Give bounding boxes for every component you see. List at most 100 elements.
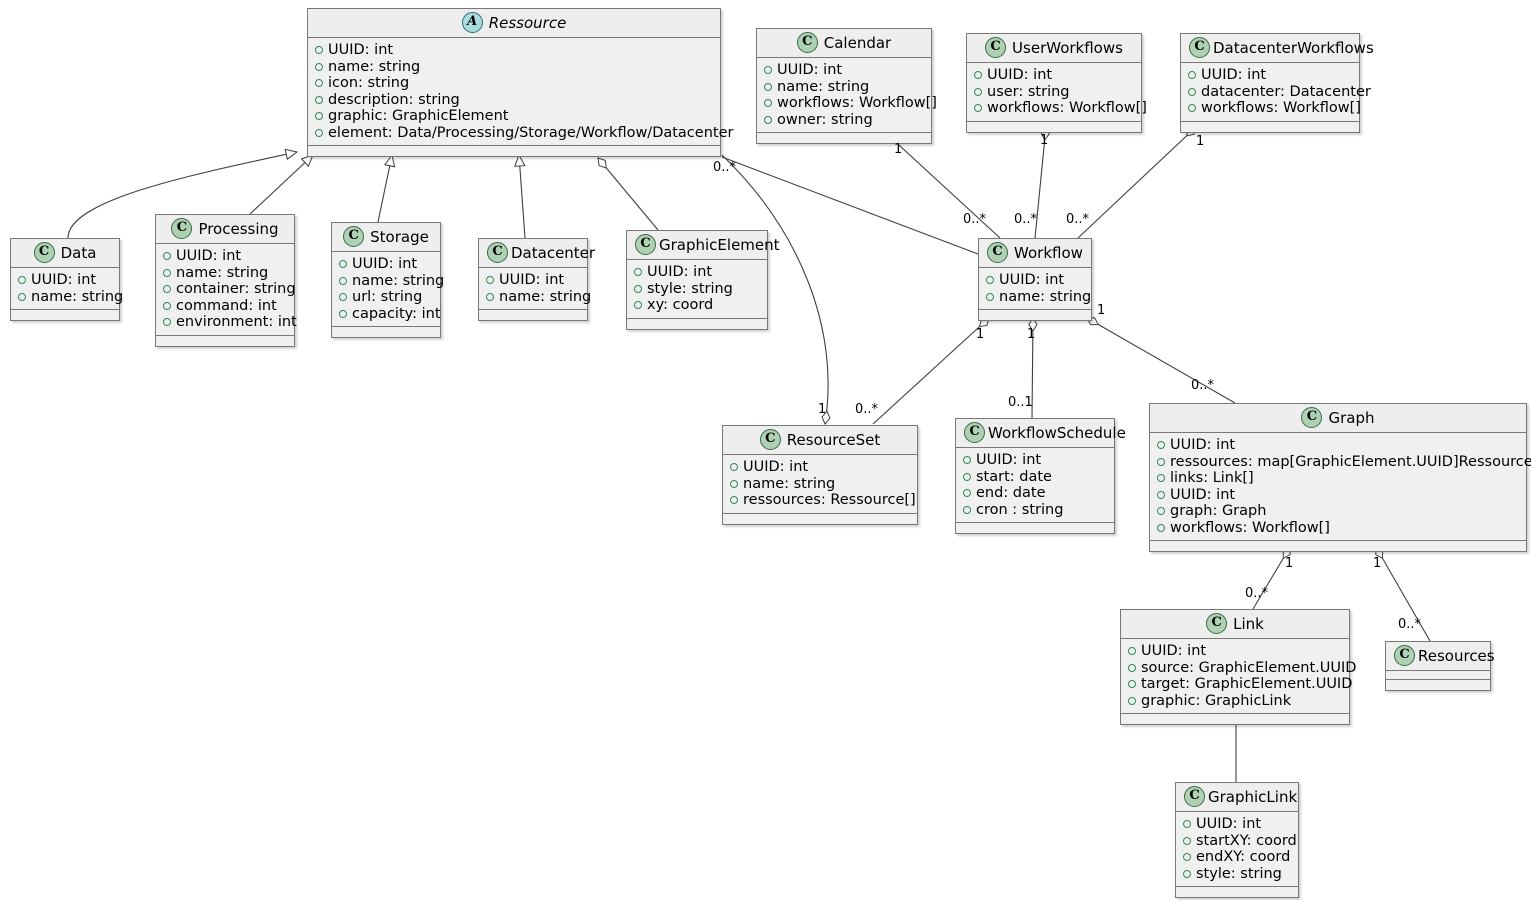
multiplicity-label: 0..1	[1008, 395, 1033, 410]
multiplicity-label: 0..*	[1398, 617, 1422, 632]
public-visibility-icon	[163, 318, 171, 327]
attribute-label: command: int	[176, 297, 277, 314]
public-visibility-icon	[634, 268, 642, 277]
public-visibility-icon	[963, 472, 971, 481]
public-visibility-icon	[315, 95, 323, 104]
public-visibility-icon	[730, 496, 738, 505]
attribute-label: UUID: int	[987, 67, 1053, 83]
class-methods-data	[11, 310, 119, 320]
attribute-row: UUID: int	[163, 248, 288, 265]
multiplicity-label: 0..*	[713, 160, 737, 175]
public-visibility-icon	[163, 252, 171, 261]
class-name-label: Graph	[1328, 408, 1375, 427]
class-methods-resourceset	[723, 513, 917, 524]
public-visibility-icon	[486, 276, 494, 285]
edge-ressource-graphicelement	[597, 157, 659, 231]
class-icon: C	[1184, 786, 1205, 807]
attribute-row: UUID: int	[963, 452, 1108, 469]
attribute-row: cron : string	[963, 502, 1108, 519]
public-visibility-icon	[1157, 474, 1165, 483]
attribute-row: datacenter: Datacenter	[1188, 84, 1371, 101]
class-methods-graphicelement	[627, 318, 767, 329]
class-icon: C	[33, 242, 55, 263]
public-visibility-icon	[1128, 647, 1136, 656]
public-visibility-icon	[1128, 663, 1136, 672]
public-visibility-icon	[339, 309, 347, 318]
class-methods-graphiclink	[1176, 887, 1298, 897]
attribute-row: UUID: int	[974, 67, 1135, 84]
class-name-label: Data	[60, 243, 97, 262]
public-visibility-icon	[764, 66, 772, 75]
attribute-row: start: date	[963, 469, 1108, 486]
public-visibility-icon	[1183, 853, 1191, 862]
attribute-row: icon: string	[315, 75, 714, 92]
class-methods-storage	[332, 327, 440, 337]
public-visibility-icon	[18, 292, 26, 301]
class-icon: C	[487, 242, 508, 263]
attribute-label: cron : string	[976, 501, 1064, 518]
multiplicity-label: 1	[1040, 133, 1049, 148]
multiplicity-label: 1	[1285, 556, 1294, 571]
public-visibility-icon	[1128, 680, 1136, 689]
attribute-row: user: string	[974, 84, 1135, 101]
attribute-row: name: string	[18, 289, 123, 306]
multiplicity-label: 1	[894, 142, 903, 157]
class-icon: C	[1394, 645, 1415, 666]
class-methods-datacenterworkflows	[1181, 121, 1359, 132]
attribute-label: target: GraphicElement.UUID	[1141, 676, 1353, 692]
attribute-label: endXY: coord	[1196, 849, 1291, 865]
attribute-row: UUID: int	[986, 272, 1085, 289]
class-icon: C	[1301, 407, 1323, 428]
class-icon: C	[759, 429, 781, 450]
public-visibility-icon	[986, 276, 994, 285]
attribute-row: UUID: int	[1157, 487, 1520, 504]
public-visibility-icon	[764, 82, 772, 91]
class-name-label: Workflow	[1014, 243, 1083, 262]
public-visibility-icon	[163, 285, 171, 294]
attribute-row: workflows: Workflow[]	[1188, 100, 1361, 117]
attribute-row: name: string	[339, 273, 444, 290]
attribute-label: source: GraphicElement.UUID	[1141, 659, 1357, 676]
attribute-row: UUID: int	[18, 272, 113, 289]
attribute-row: name: string	[315, 59, 714, 76]
attribute-row: style: string	[1183, 866, 1292, 883]
attribute-label: links: Link[]	[1170, 470, 1254, 486]
attribute-label: name: string	[999, 288, 1092, 305]
attribute-label: UUID: int	[499, 272, 565, 288]
abstract-class-icon: A	[461, 12, 483, 33]
public-visibility-icon	[764, 99, 772, 108]
public-visibility-icon	[730, 463, 738, 472]
public-visibility-icon	[634, 284, 642, 293]
attribute-row: name: string	[486, 289, 591, 306]
attribute-label: ressources: Ressource[]	[743, 492, 916, 508]
attribute-label: name: string	[777, 78, 870, 95]
attribute-label: UUID: int	[1196, 816, 1262, 832]
class-icon: C	[635, 234, 656, 255]
attribute-label: style: string	[1196, 865, 1282, 882]
